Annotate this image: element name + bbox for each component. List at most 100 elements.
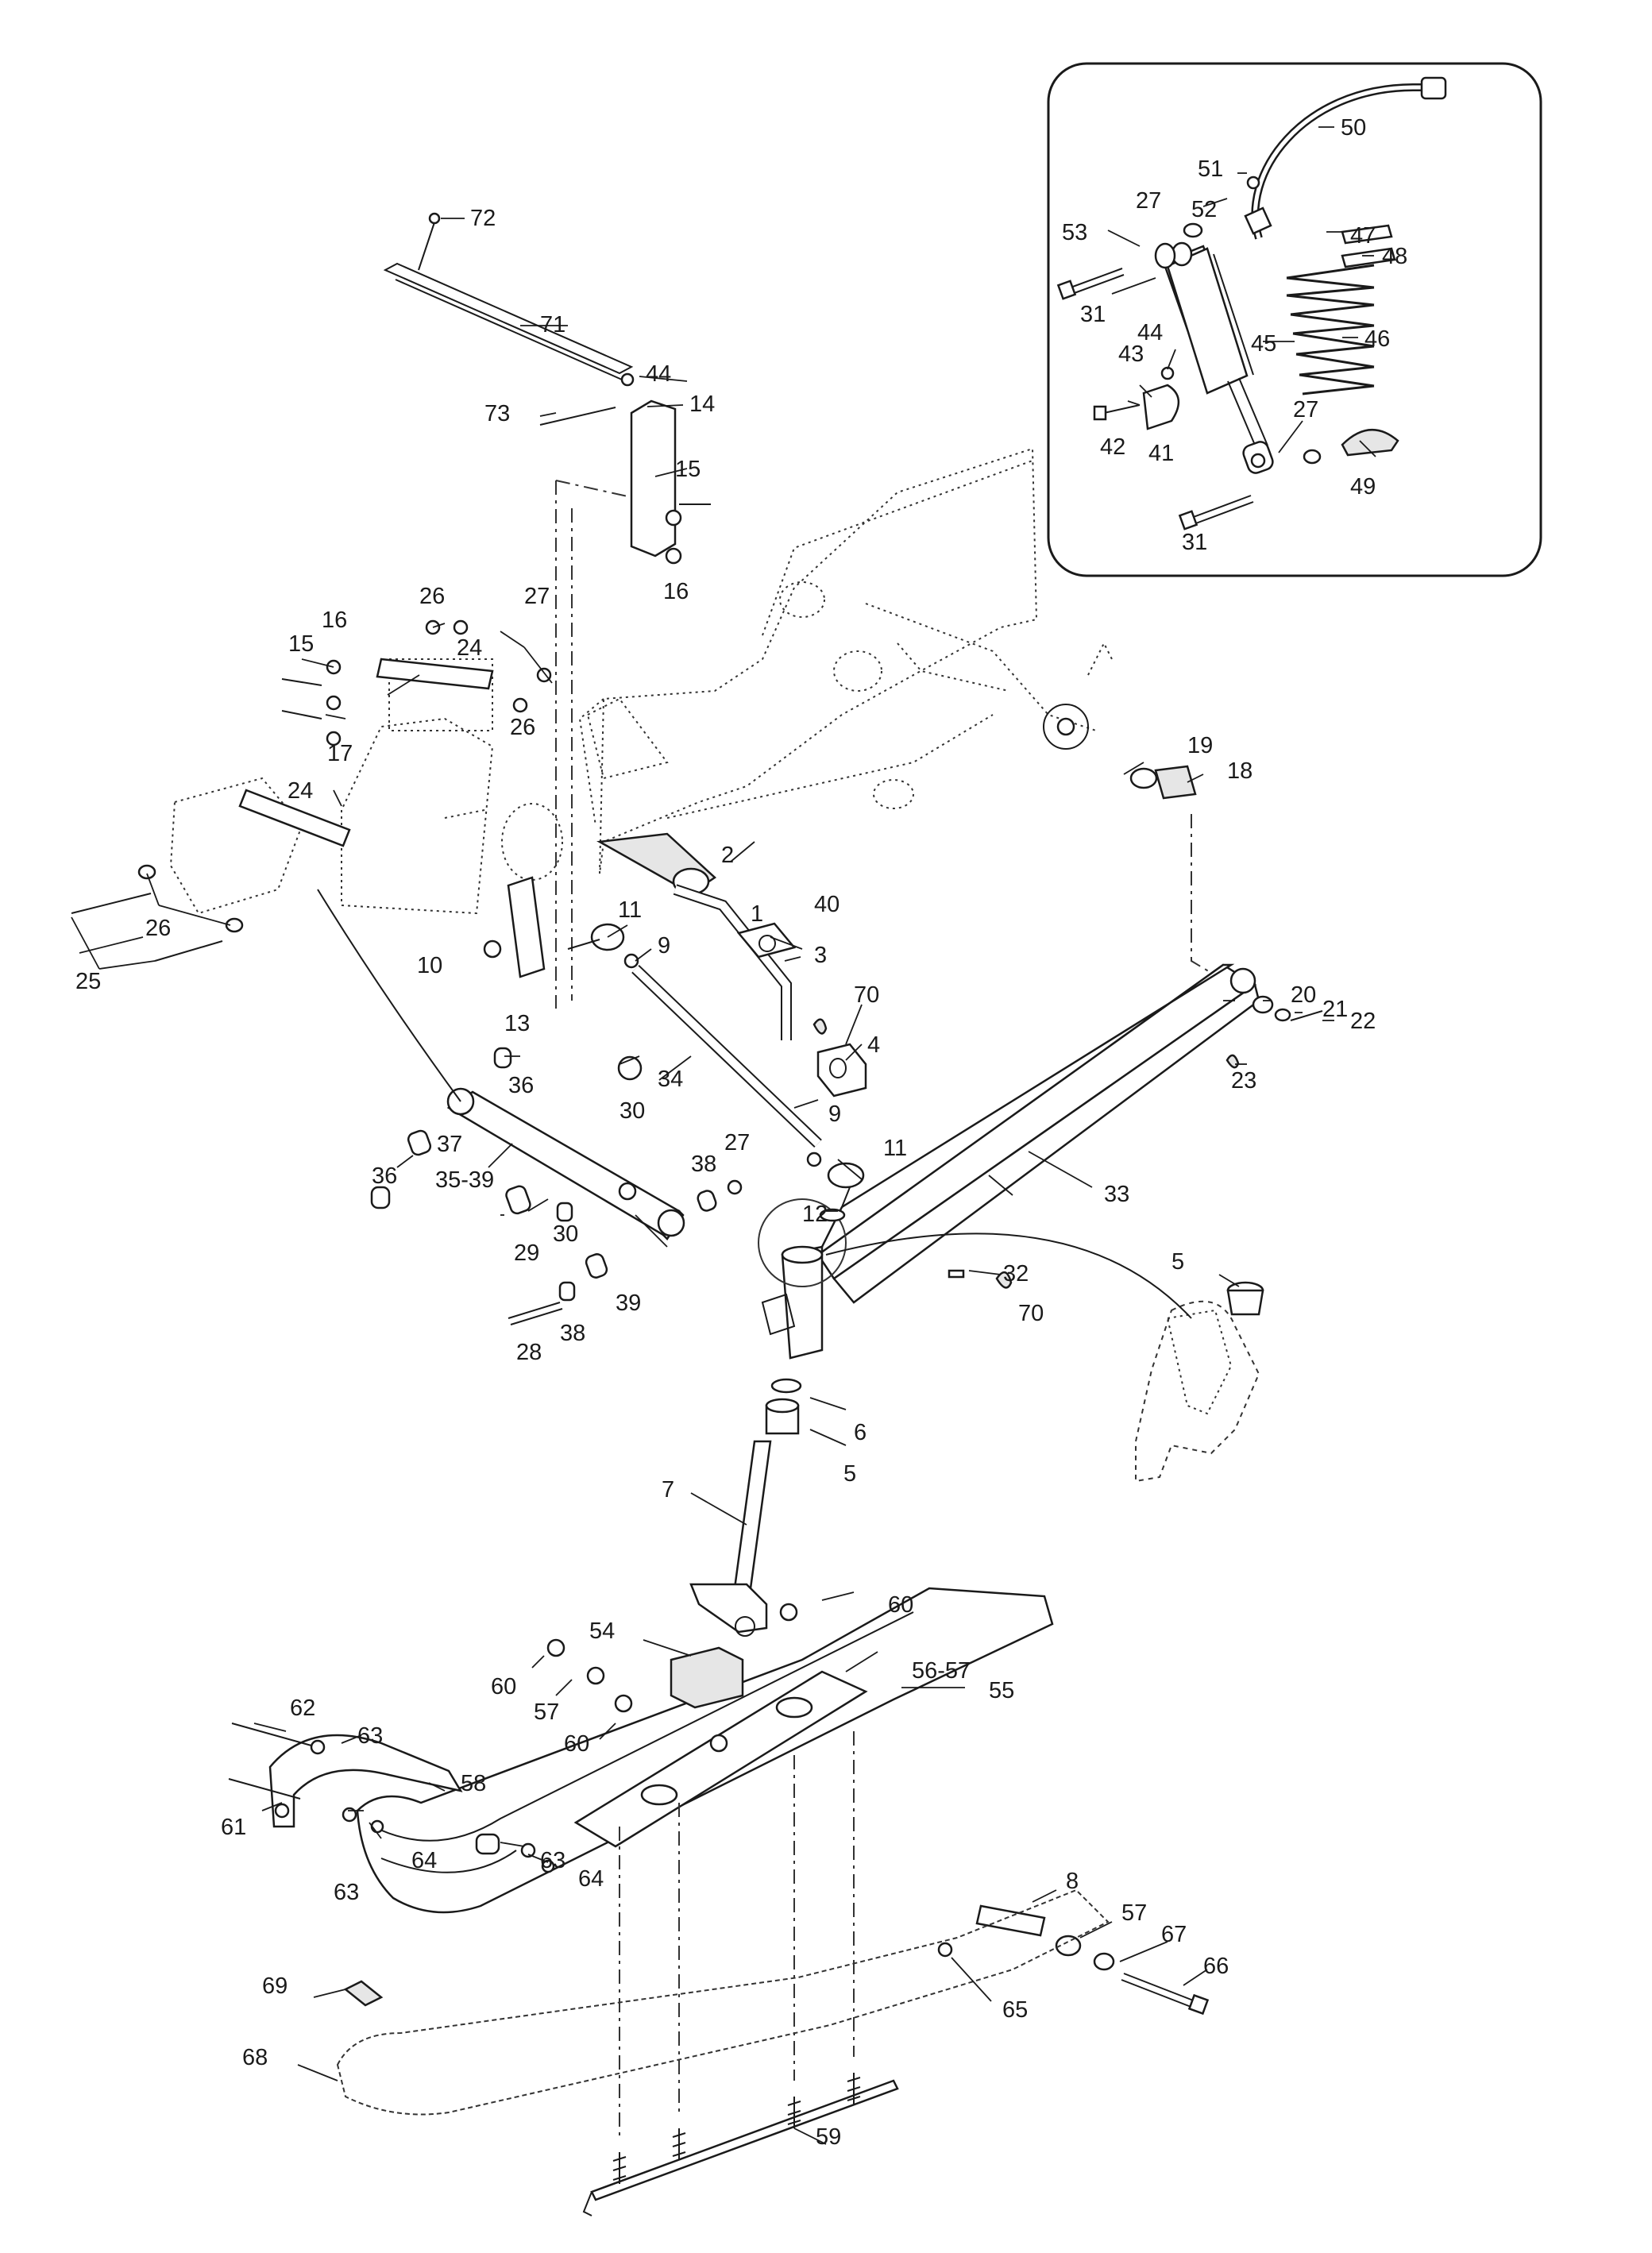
callout-66: 66 — [1203, 1954, 1229, 1979]
callout-64: 64 — [578, 1866, 604, 1892]
callout-57: 57 — [534, 1699, 559, 1725]
callout-63: 63 — [334, 1880, 359, 1905]
callout-70: 70 — [854, 982, 879, 1008]
callout-26: 26 — [510, 715, 535, 740]
callout-32: 32 — [1003, 1261, 1029, 1287]
callout-45: 45 — [1251, 331, 1276, 357]
callout-31: 31 — [1080, 302, 1106, 327]
callout-27: 27 — [1136, 188, 1161, 214]
callout-67: 67 — [1161, 1922, 1187, 1947]
callout-11: 11 — [883, 1136, 907, 1161]
callout-16: 16 — [663, 579, 689, 604]
callout-10: 10 — [417, 953, 442, 978]
steering-spindle — [733, 1440, 772, 1590]
suspension-arm — [816, 963, 1260, 1304]
callout-6: 6 — [854, 1420, 867, 1445]
ski-wear-bar — [336, 1888, 1110, 2116]
callout-26: 26 — [419, 584, 445, 609]
callout-41: 41 — [1148, 441, 1174, 466]
callout-21: 21 — [1322, 997, 1348, 1022]
callout-16: 16 — [322, 608, 347, 633]
callout-44: 44 — [1137, 320, 1163, 345]
callout-24: 24 — [288, 778, 313, 804]
callout-27: 27 — [524, 584, 550, 609]
control-link — [446, 1087, 685, 1240]
callout-5: 5 — [843, 1461, 856, 1487]
callout-60: 60 — [888, 1592, 913, 1618]
callout-37: 37 — [437, 1132, 462, 1157]
callout-73: 73 — [484, 401, 510, 426]
callout-4: 4 — [867, 1032, 880, 1058]
spring — [1286, 264, 1375, 395]
callout-43: 43 — [1118, 341, 1144, 367]
callout-71: 71 — [540, 312, 565, 338]
callout-28: 28 — [516, 1340, 542, 1365]
callout-38: 38 — [560, 1321, 585, 1346]
callout-15: 15 — [288, 631, 314, 657]
callout-57: 57 — [1121, 1900, 1147, 1926]
callout-46: 46 — [1364, 326, 1390, 352]
callout-19: 19 — [1187, 733, 1213, 758]
callout-72: 72 — [470, 206, 496, 231]
callout-23: 23 — [1231, 1068, 1256, 1094]
callout-40: 40 — [814, 892, 840, 917]
callout-64: 64 — [411, 1848, 437, 1873]
support-plate — [383, 262, 634, 375]
callout-24: 24 — [457, 635, 482, 661]
callout-15: 15 — [675, 457, 701, 482]
callout-14: 14 — [689, 392, 715, 417]
callout-70: 70 — [1018, 1301, 1044, 1326]
callout-52: 52 — [1191, 197, 1217, 222]
callout-55: 55 — [989, 1678, 1014, 1703]
callout-labels: 72 71 44 73 14 15 16 26 27 16 24 15 26 1… — [75, 115, 1407, 2150]
callout-36: 36 — [372, 1163, 397, 1189]
callout-61: 61 — [221, 1815, 246, 1840]
callout-18: 18 — [1227, 758, 1253, 784]
mounting-plate-upper — [376, 658, 494, 690]
callout-5: 5 — [1171, 1249, 1184, 1275]
callout-11: 11 — [618, 897, 642, 923]
callout-27: 27 — [1293, 397, 1318, 422]
callout-17: 17 — [327, 741, 353, 766]
callout-50: 50 — [1341, 115, 1366, 141]
callout-53: 53 — [1062, 220, 1087, 245]
ski-handle — [268, 1734, 463, 1828]
shock-absorber — [1162, 241, 1274, 474]
chassis-frame — [169, 447, 1113, 915]
callout-9: 9 — [658, 933, 670, 959]
callout-30: 30 — [553, 1221, 578, 1247]
callout-62: 62 — [290, 1696, 315, 1721]
callout-26: 26 — [145, 916, 171, 941]
callout-63: 63 — [540, 1848, 565, 1873]
ski-runner — [590, 2079, 899, 2201]
callout-59: 59 — [816, 2124, 841, 2150]
callout-1: 1 — [751, 901, 763, 927]
callout-42: 42 — [1100, 434, 1125, 460]
callout-22: 22 — [1350, 1009, 1376, 1034]
callout-39: 39 — [616, 1290, 641, 1316]
callout-34: 34 — [658, 1067, 683, 1092]
callout-68: 68 — [242, 2045, 268, 2070]
callout-33: 33 — [1104, 1182, 1129, 1207]
callout-60: 60 — [564, 1731, 589, 1757]
callout-36: 36 — [508, 1073, 534, 1098]
callout-38: 38 — [691, 1152, 716, 1177]
callout-63: 63 — [357, 1723, 383, 1749]
callout-44: 44 — [646, 361, 671, 387]
callout-54: 54 — [589, 1618, 615, 1644]
callout-31: 31 — [1182, 530, 1207, 555]
fitting — [1244, 206, 1272, 235]
callout-9: 9 — [828, 1101, 841, 1127]
callout-20: 20 — [1291, 982, 1316, 1008]
callout-27: 27 — [724, 1130, 750, 1155]
callout-56-57: 56-57 — [912, 1658, 971, 1684]
support-bracket — [630, 399, 677, 557]
callout-29: 29 — [514, 1240, 539, 1266]
callout-12: 12 — [802, 1202, 828, 1227]
shock-absorber-inset — [1047, 62, 1542, 577]
bracket — [507, 876, 546, 978]
callout-58: 58 — [461, 1771, 486, 1796]
callout-35-39: 35-39 — [435, 1167, 494, 1193]
callout-65: 65 — [1002, 1997, 1028, 2023]
